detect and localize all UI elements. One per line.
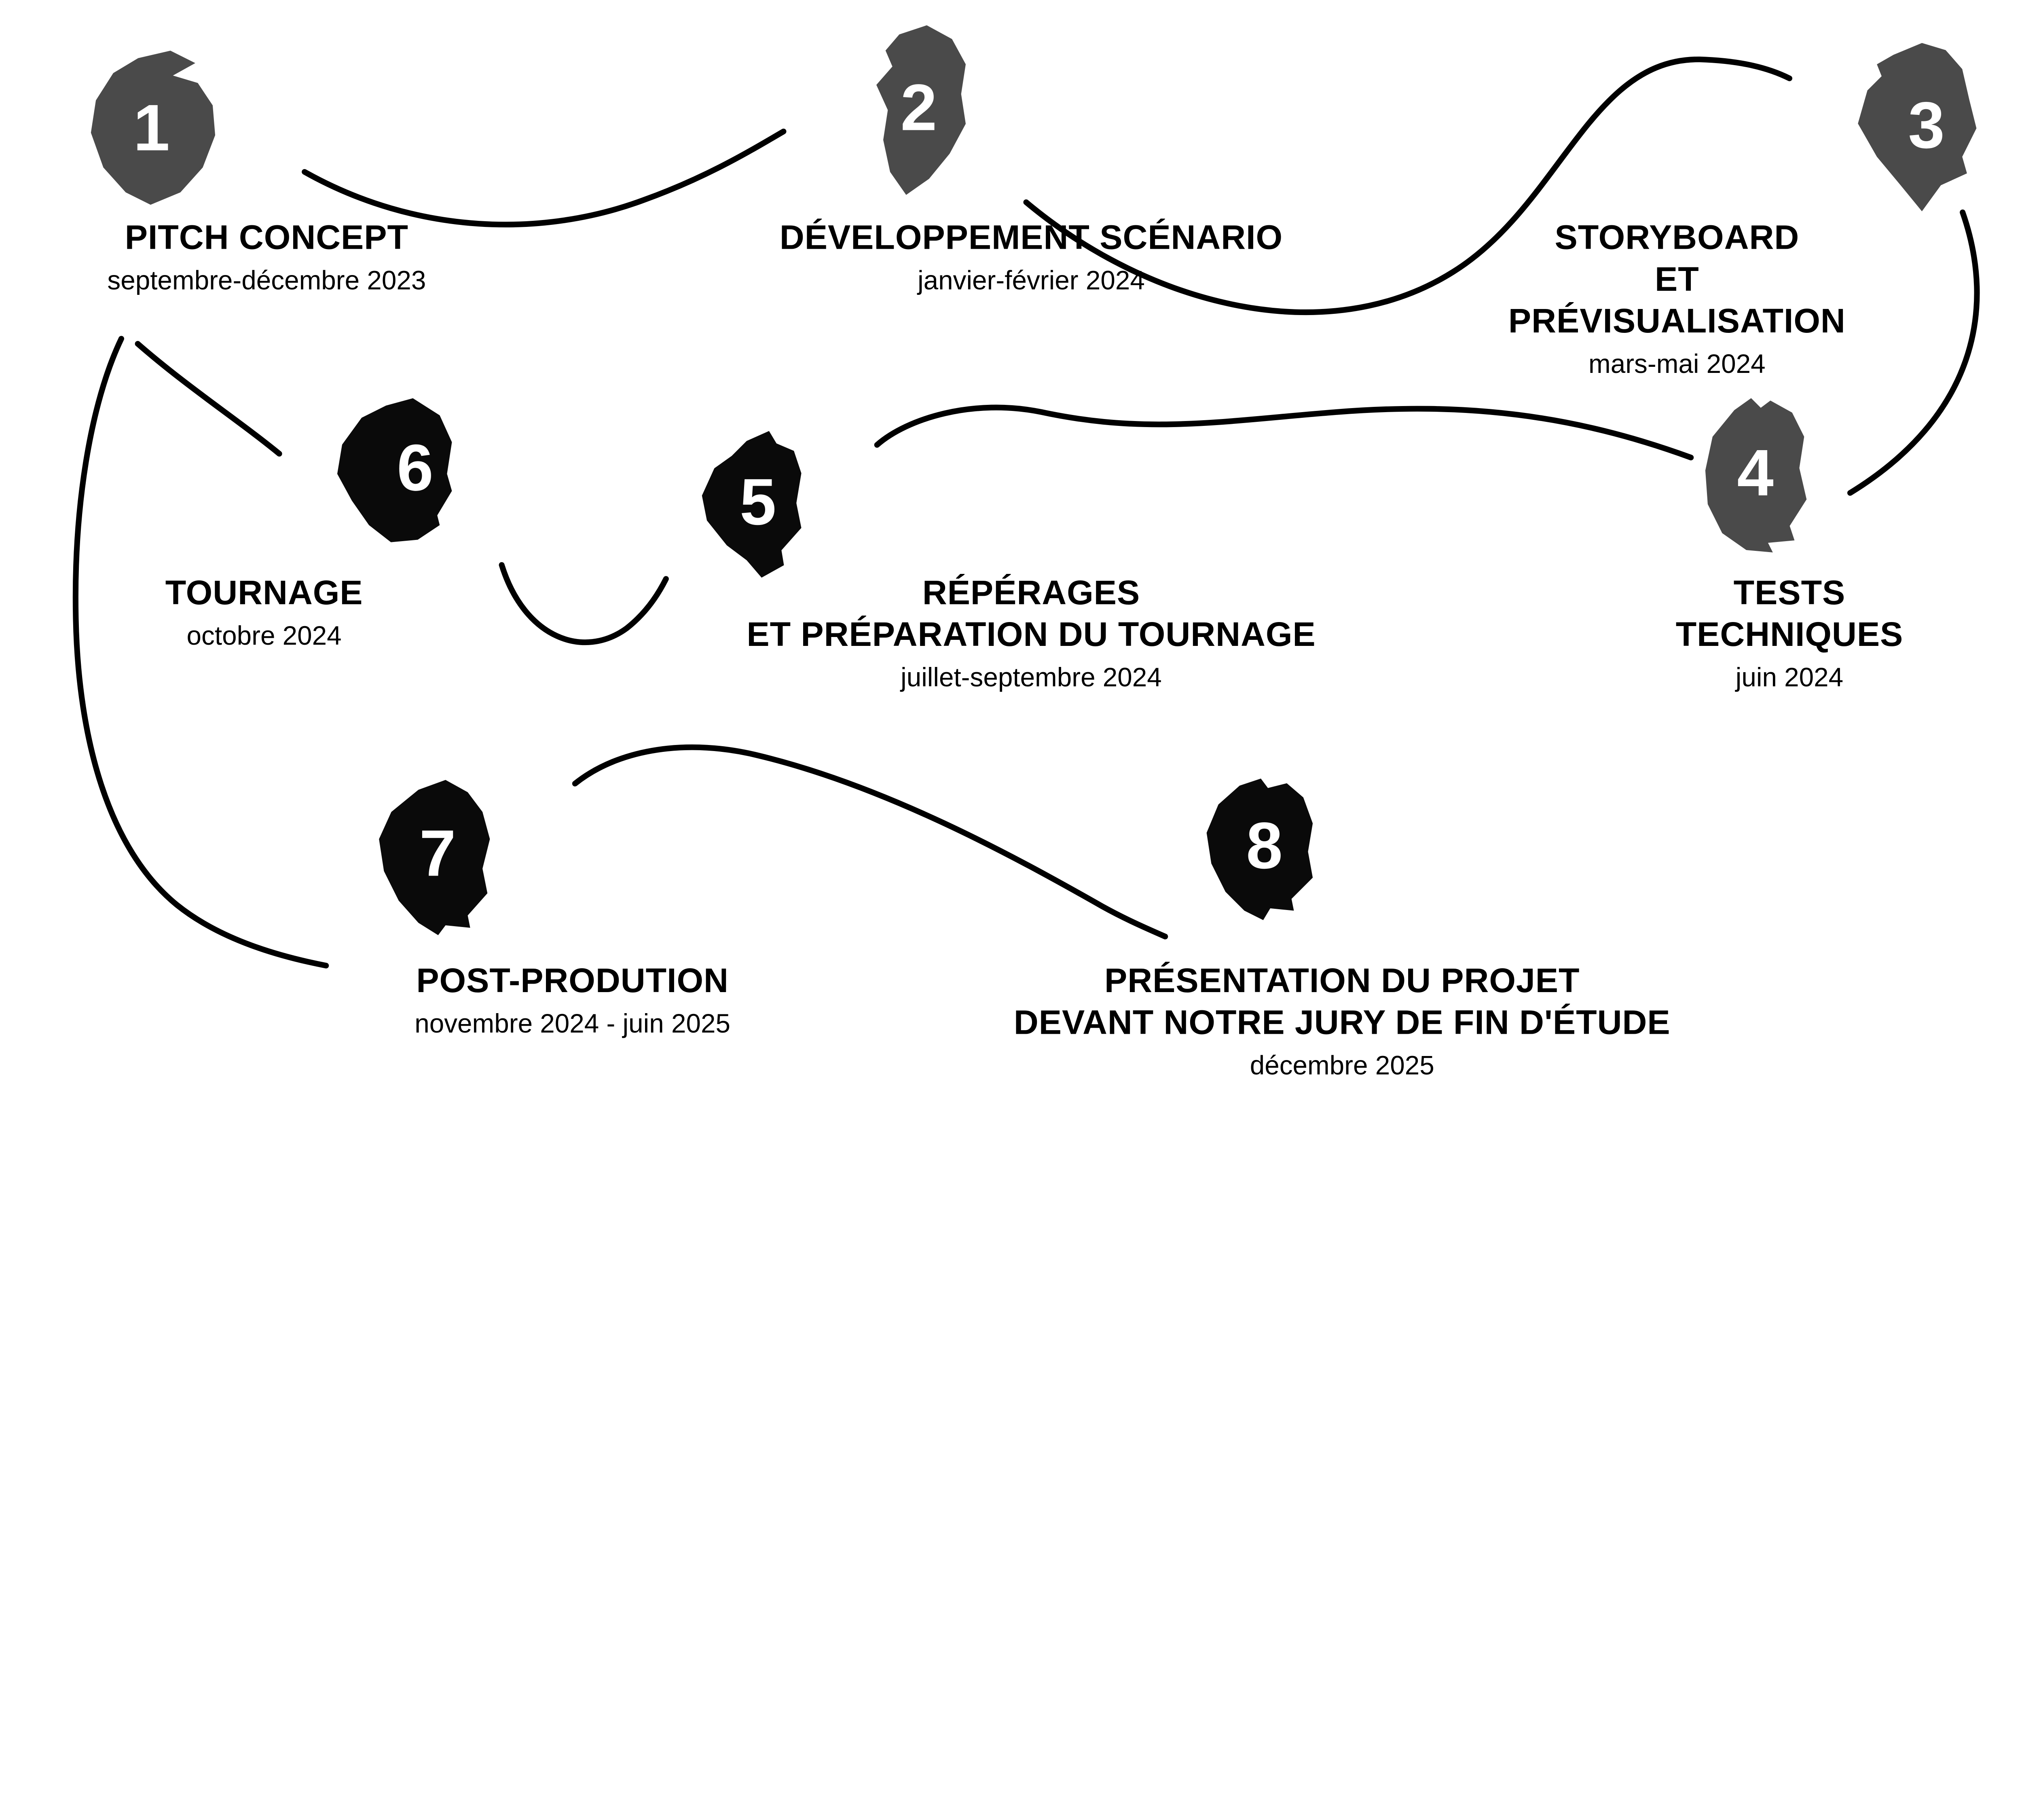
rock-shape-icon <box>337 398 452 542</box>
connector-line-4-5 <box>874 404 1694 461</box>
connector-line-1-2 <box>302 128 787 228</box>
step-1-labels: PITCH CONCEPT septembre-décembre 2023 <box>107 218 426 299</box>
step-2-blob: 2 <box>848 25 990 197</box>
step-1-title: PITCH CONCEPT <box>125 218 409 257</box>
step-6-blob: 6 <box>332 398 473 545</box>
rock-shape-icon <box>1206 779 1313 920</box>
step-7-labels: POST-PRODUTION novembre 2024 - juin 2025 <box>415 961 730 1042</box>
step-6-title: TOURNAGE <box>165 574 363 612</box>
connector-lines <box>72 56 1980 969</box>
step-1-number: 1 <box>133 92 170 166</box>
step-8-labels: PRÉSENTATION DU PROJET DEVANT NOTRE JURY… <box>1014 961 1671 1084</box>
connector-line-2-3 <box>1023 56 1793 315</box>
step-5-blob: 5 <box>696 431 847 580</box>
connector-line-1-6 <box>135 341 282 457</box>
rock-shape-icon <box>379 780 490 935</box>
step-5-labels: RÉPÉRAGES ET PRÉPARATION DU TOURNAGE jui… <box>747 573 1316 696</box>
step-3-title: STORYBOARD ET PRÉVISUALISATION <box>1508 218 1846 340</box>
step-7-date: novembre 2024 - juin 2025 <box>415 1009 731 1039</box>
step-7-title: POST-PRODUTION <box>416 962 729 1000</box>
step-4-number: 4 <box>1737 437 1774 511</box>
rock-shape-icon <box>876 25 966 195</box>
step-5-date: juillet-septembre 2024 <box>901 663 1162 693</box>
step-3-blob: 3 <box>1851 43 1985 215</box>
step-3-date: mars-mai 2024 <box>1588 350 1766 379</box>
step-2-date: janvier-février 2024 <box>918 267 1145 296</box>
step-6-labels: TOURNAGE octobre 2024 <box>165 573 363 654</box>
rock-shape-icon <box>702 431 802 578</box>
step-8-title: PRÉSENTATION DU PROJET DEVANT NOTRE JURY… <box>1013 962 1671 1041</box>
rock-shape-icon <box>1705 398 1807 552</box>
step-5-title: RÉPÉRAGES ET PRÉPARATION DU TOURNAGE <box>747 574 1316 654</box>
step-5-number: 5 <box>740 466 776 540</box>
rock-shape-icon <box>1858 43 1977 212</box>
step-6-date: octobre 2024 <box>186 622 342 651</box>
step-3-labels: STORYBOARD ET PRÉVISUALISATION mars-mai … <box>1504 218 1849 382</box>
step-2-number: 2 <box>900 72 937 146</box>
step-4-blob: 4 <box>1697 398 1814 555</box>
step-2-labels: DÉVELOPPEMENT SCÉNARIO janvier-février 2… <box>780 218 1283 299</box>
connector-line-6-5 <box>499 562 669 645</box>
step-2-title: DÉVELOPPEMENT SCÉNARIO <box>779 218 1283 257</box>
step-8-number: 8 <box>1246 810 1283 884</box>
step-4-date: juin 2024 <box>1735 663 1844 693</box>
step-1-blob: 1 <box>86 51 235 212</box>
step-8-date: décembre 2025 <box>1250 1051 1434 1081</box>
step-8-blob: 8 <box>1198 779 1331 920</box>
step-3-number: 3 <box>1908 89 1945 163</box>
connector-line-7-8 <box>572 744 1168 940</box>
step-7-blob: 7 <box>374 779 522 935</box>
step-4-title: TESTS TECHNIQUES <box>1675 574 1904 654</box>
connector-line-3-4 <box>1847 209 1980 496</box>
step-6-number: 6 <box>397 432 434 506</box>
step-7-number: 7 <box>419 817 456 891</box>
rock-shape-icon <box>91 51 216 205</box>
stage: 1 PITCH CONCEPT septembre-décembre 2023 … <box>72 25 1985 1084</box>
step-1-date: septembre-décembre 2023 <box>107 267 426 296</box>
step-4-labels: TESTS TECHNIQUES juin 2024 <box>1673 573 1906 696</box>
connector-line-1-7 <box>72 336 329 969</box>
